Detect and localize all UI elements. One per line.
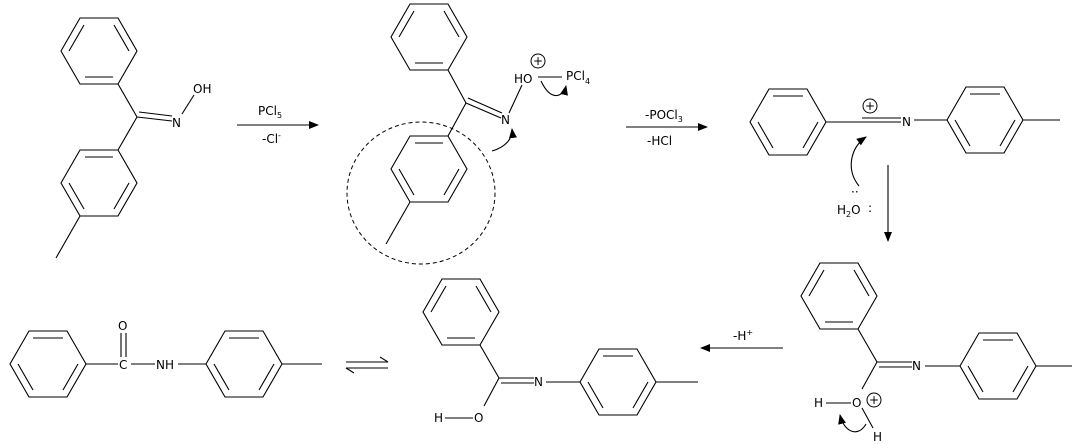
curved-arrow-o-p-cleavage [540, 80, 568, 97]
nitrilium-positive-charge: + [862, 98, 878, 114]
water-nucleophile: H2O ·· : [837, 136, 872, 219]
reaction-arrow-4: -H+ [700, 328, 783, 352]
oxime-phenyl-ring [60, 17, 138, 85]
int3-o-label: O [852, 396, 861, 410]
svg-text:+: + [533, 54, 543, 68]
amide-product: O C NH [9, 319, 322, 398]
reagent-minus-hcl: -HCl [647, 134, 672, 148]
int3-h-bottom-label: H [873, 430, 882, 444]
curved-arrow-water-attack [850, 136, 867, 187]
int1-ho-label: HO [514, 72, 532, 86]
int3-tolyl-ring [959, 332, 1037, 400]
oxime-cn-double-bond [136, 111, 173, 122]
reagent-minus-proton: -H+ [733, 328, 753, 343]
curved-arrow-proton-loss [838, 414, 867, 433]
amide-phenyl-ring [9, 330, 87, 398]
reaction-arrow-2: -POCl3 -HCl [626, 108, 708, 148]
migrating-group-highlight [346, 121, 496, 265]
equilibrium-arrows [345, 356, 389, 374]
nitrilium-cn-triple-bond [862, 117, 901, 123]
svg-text:+: + [865, 99, 875, 113]
water-lone-pair-right: : [868, 201, 872, 215]
nitrilium-tolyl-ring [946, 86, 1024, 154]
imidic-n-label: N [534, 375, 543, 389]
int3-n-label: N [912, 359, 921, 373]
amide-nh-label: NH [156, 358, 174, 372]
oxime-oh-label: OH [193, 82, 211, 96]
reagent-minus-pocl3: -POCl3 [645, 108, 683, 124]
activated-oxime-intermediate: N HO + PCl4 [346, 3, 590, 265]
curved-arrow-aryl-migration [491, 128, 517, 152]
int3-h-left-label: H [814, 396, 823, 410]
int1-phenyl-ring [390, 3, 468, 71]
water-label: H2O [837, 203, 861, 219]
int3-positive-charge: + [866, 392, 882, 408]
reagent-minus-chloride: -Cl- [262, 131, 281, 146]
amide-c-label: C [119, 358, 127, 372]
imidic-acid-tautomer: N H O [422, 278, 698, 425]
int1-n-label: N [501, 113, 510, 127]
imidic-o-label: O [474, 411, 483, 425]
protonated-imidic-acid: N H O H + [800, 262, 1072, 444]
nitrilium-ion: N + [749, 86, 1060, 156]
int3-cn-double-bond [877, 361, 912, 368]
int1-tolyl-ring [390, 135, 468, 203]
imidic-h-label: H [434, 411, 443, 425]
int1-pcl4-label: PCl4 [566, 69, 590, 86]
oxime-n-label: N [172, 116, 181, 130]
amide-tolyl-ring [205, 330, 283, 398]
nitrilium-phenyl-ring [749, 88, 827, 156]
oxime-molecule: N OH [55, 17, 211, 259]
int1-positive-charge: + [530, 53, 546, 69]
int1-cn-double-bond [465, 97, 503, 119]
imidic-phenyl-ring [422, 278, 500, 346]
int3-phenyl-ring [800, 262, 878, 330]
amide-carbonyl-double-bond [120, 333, 127, 357]
nitrilium-n-label: N [902, 115, 911, 129]
oxime-tolyl-ring [60, 149, 138, 217]
amide-o-label: O [118, 319, 127, 333]
imidic-cn-double-bond [499, 377, 534, 384]
water-lone-pair-top: ·· [851, 185, 859, 199]
svg-text:+: + [869, 393, 879, 407]
reaction-arrow-1: PCl5 -Cl- [237, 104, 319, 146]
imidic-tolyl-ring [579, 348, 657, 416]
reagent-pcl5: PCl5 [258, 104, 282, 120]
